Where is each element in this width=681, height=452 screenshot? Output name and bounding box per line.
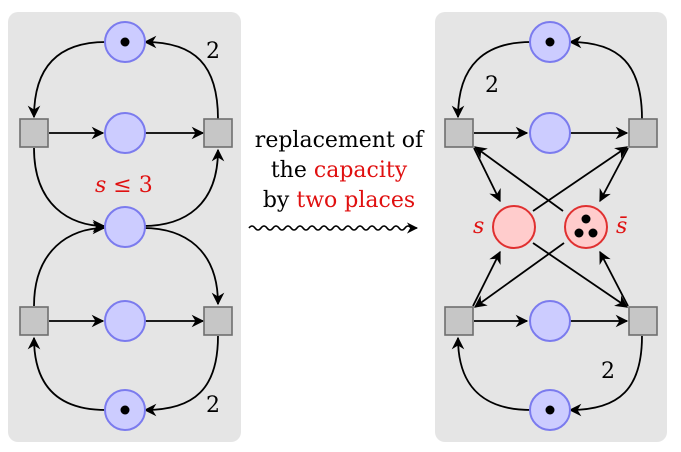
caption-line-3-prefix: by (263, 188, 297, 213)
arc (599, 147, 629, 203)
place (104, 112, 146, 154)
place-s-label: s (473, 214, 484, 239)
place-s-bar (564, 205, 608, 249)
place-capacity (104, 206, 146, 248)
right-weight-top: 2 (485, 73, 499, 98)
arc (473, 242, 565, 308)
arc (142, 227, 225, 306)
right-panel-background (435, 12, 667, 442)
caption: replacement of the capacity by two place… (248, 128, 425, 234)
arc (451, 41, 532, 119)
token-icon (120, 37, 130, 47)
caption-line-2-red: capacity (314, 158, 408, 183)
arc (451, 336, 532, 411)
token-icon (545, 37, 555, 47)
token-icon (574, 228, 584, 238)
token-icon (545, 405, 555, 415)
caption-line-3-red: two places (296, 188, 415, 213)
left-weight-top: 2 (206, 39, 220, 64)
caption-line-3: by two places (263, 188, 415, 213)
arc (599, 250, 629, 307)
transition (628, 118, 658, 148)
capacity-op: ≤ (113, 173, 131, 198)
arc (33, 221, 106, 307)
token-icon (581, 214, 591, 224)
right-weight-bottom: 2 (601, 359, 615, 384)
left-panel: 2 2 s ≤3 (8, 12, 241, 442)
transition (203, 306, 233, 336)
capacity-var: s (95, 173, 106, 198)
arc (568, 35, 643, 120)
wavy-arrow-icon (248, 222, 419, 234)
place (529, 300, 571, 342)
place (529, 112, 571, 154)
s-bar-tokens (574, 214, 598, 238)
arc (143, 35, 219, 120)
capacity-places (492, 205, 608, 249)
transition (444, 118, 474, 148)
left-transitions (19, 118, 233, 336)
place (104, 300, 146, 342)
right-transitions (444, 118, 658, 336)
arc (27, 41, 107, 119)
right-arcs (451, 35, 643, 417)
caption-line-1: replacement of (255, 128, 425, 153)
transition (444, 306, 474, 336)
place-s (492, 205, 536, 249)
token-icon (120, 405, 130, 415)
arc (568, 335, 643, 417)
place-s-bar-label: s̄ (616, 214, 627, 239)
transition (19, 118, 49, 148)
arc (142, 148, 225, 227)
token-icon (588, 228, 598, 238)
transition (203, 118, 233, 148)
caption-line-2-prefix: the (271, 158, 314, 183)
arc (143, 335, 219, 417)
arc (27, 336, 107, 411)
left-arcs (27, 35, 225, 417)
capacity-constraint: s ≤3 (95, 173, 153, 198)
caption-line-2: the capacity (271, 158, 408, 183)
left-weight-bottom: 2 (206, 393, 220, 418)
transition (628, 306, 658, 336)
right-panel: 2 2 s s̄ (435, 12, 667, 442)
arc (473, 146, 564, 212)
transition (19, 306, 49, 336)
capacity-num: 3 (139, 173, 153, 198)
